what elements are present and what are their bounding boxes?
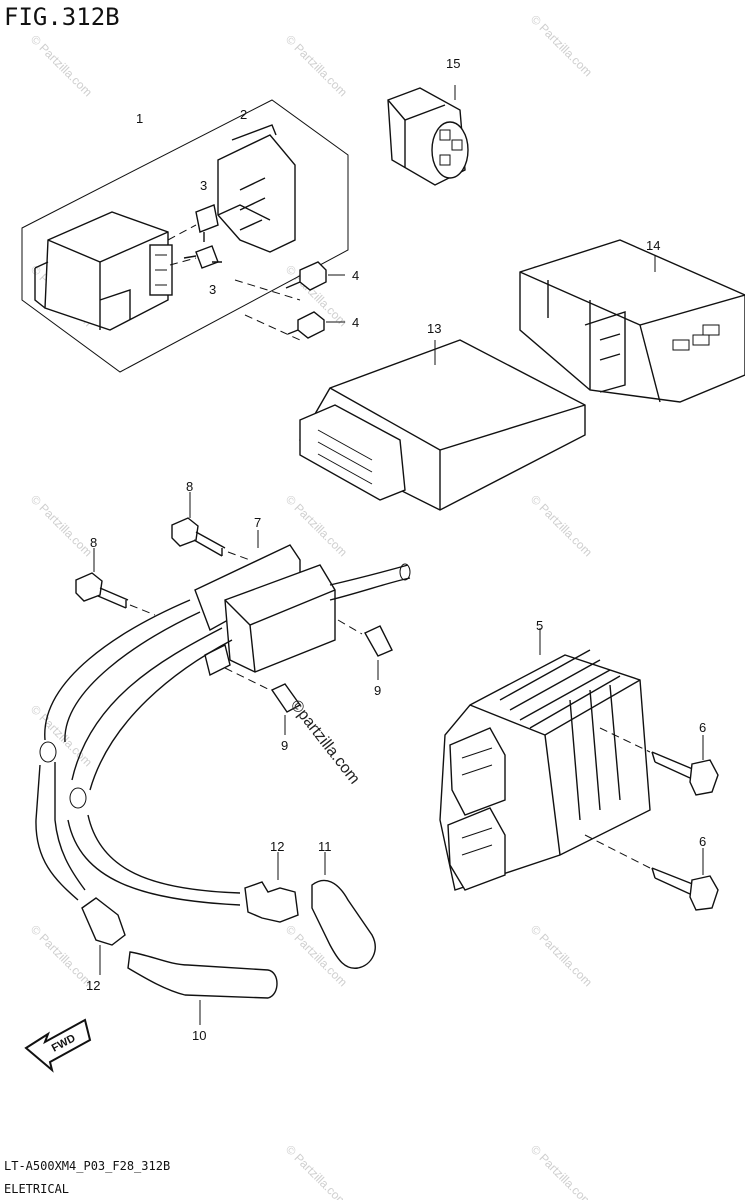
- watermark: © Partzilla.com: [528, 1142, 595, 1200]
- callout-8: 8: [90, 535, 97, 550]
- part-13-ecu: [299, 339, 586, 511]
- plug-caps: [81, 852, 376, 1025]
- callout-1: 1: [136, 111, 143, 126]
- part-1-relay-assembly: [21, 99, 349, 373]
- callout-12: 12: [270, 839, 284, 854]
- callout-7: 7: [254, 515, 261, 530]
- watermark: © Partzilla.com: [28, 32, 95, 99]
- watermark: © Partzilla.com: [283, 32, 350, 99]
- watermark: © Partzilla.com: [28, 922, 95, 989]
- section-name: ELETRICAL: [4, 1182, 69, 1196]
- callout-3: 3: [209, 282, 216, 297]
- callout-15: 15: [446, 56, 460, 71]
- callout-6: 6: [699, 834, 706, 849]
- part-5-regulator: [439, 628, 651, 891]
- watermark: © Partzilla.com: [28, 702, 95, 769]
- part-6-bolts: [584, 727, 719, 911]
- callout-4: 4: [352, 268, 359, 283]
- callout-14: 14: [646, 238, 660, 253]
- partzilla-label: ©partzilla.com: [287, 697, 363, 788]
- callout-3: 3: [200, 178, 207, 193]
- figure-title: FIG.312B: [4, 3, 120, 31]
- callout-2: 2: [240, 107, 247, 122]
- callout-9: 9: [374, 683, 381, 698]
- callout-10: 10: [192, 1028, 206, 1043]
- watermark: © Partzilla.com: [28, 492, 95, 559]
- watermark: © Partzilla.com: [528, 922, 595, 989]
- high-tension-cords: [35, 599, 241, 906]
- fwd-arrow-icon: FWD: [24, 1018, 92, 1073]
- callout-8: 8: [186, 479, 193, 494]
- callout-11: 11: [318, 839, 332, 854]
- watermark: © Partzilla.com: [528, 12, 595, 79]
- figure-code: LT-A500XM4_P03_F28_312B: [4, 1159, 170, 1173]
- part-15-connector: [387, 85, 469, 186]
- callout-12: 12: [86, 978, 100, 993]
- part-9-spacers: [224, 619, 393, 735]
- callout-6: 6: [699, 720, 706, 735]
- callout-13: 13: [427, 321, 441, 336]
- callout-4: 4: [352, 315, 359, 330]
- callout-9: 9: [281, 738, 288, 753]
- part-4-screws: [285, 261, 345, 339]
- part-8-bolts: [75, 492, 251, 616]
- callouts: 1 2 3 3 4 4 15 14 13 8 8 7 9 9 5 6 6 12 …: [86, 56, 706, 1043]
- watermark: © Partzilla.com: [528, 492, 595, 559]
- part-14-cover: [519, 239, 745, 403]
- watermark: © Partzilla.com: [283, 1142, 350, 1200]
- part-7-ignition-coil: [194, 530, 411, 677]
- callout-5: 5: [536, 618, 543, 633]
